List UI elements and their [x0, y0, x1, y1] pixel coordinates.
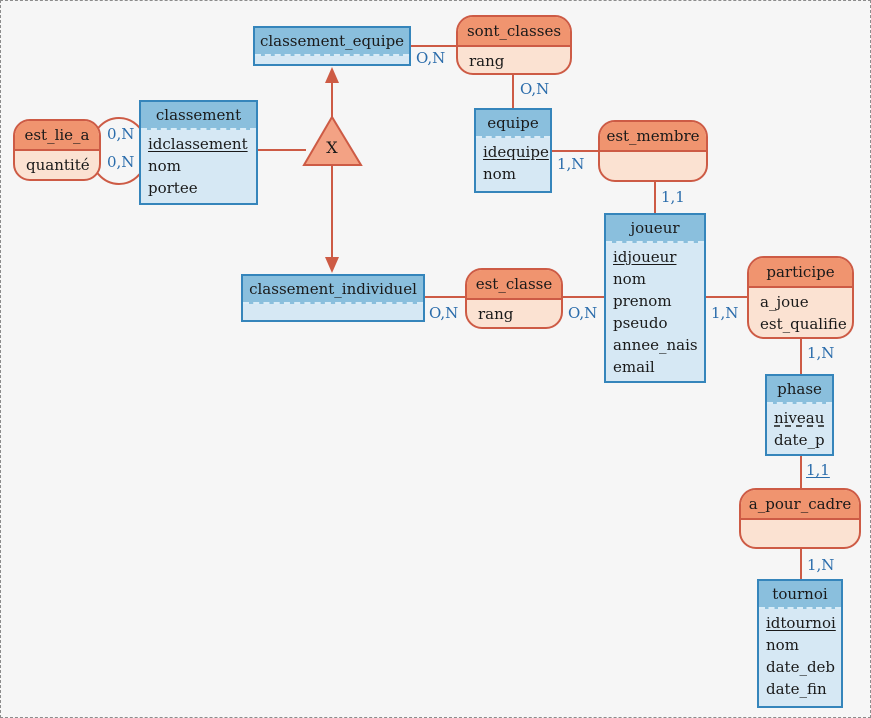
attr-pseudo: pseudo: [613, 314, 668, 332]
relation-title: est_membre: [600, 122, 706, 152]
attr-idjoueur: idjoueur: [613, 248, 677, 266]
relation-est_lie_a: est_lie_a quantité: [13, 119, 101, 181]
attr-nom: nom: [483, 165, 516, 183]
attr-nom: nom: [766, 636, 799, 654]
relation-sont_classes: sont_classes rang: [456, 15, 572, 75]
relation-est_membre: est_membre: [598, 120, 708, 182]
entity-body-empty: [243, 304, 423, 320]
cardinality: O,N: [520, 80, 550, 98]
cardinality: 0,N: [107, 153, 135, 171]
relation-title: sont_classes: [458, 17, 570, 47]
attr-quantite: quantité: [26, 156, 90, 174]
entity-classement_equipe: classement_equipe: [253, 26, 411, 66]
attr-idclassement: idclassement: [148, 135, 248, 153]
cardinality: O,N: [416, 49, 446, 67]
relation-body-empty: [600, 152, 706, 180]
relation-body-empty: [741, 520, 859, 547]
attr-portee: portee: [148, 179, 198, 197]
entity-title: joueur: [606, 215, 704, 243]
cardinality: 1,N: [807, 344, 835, 362]
entity-title: tournoi: [759, 581, 841, 609]
entity-phase: phase niveau date_p: [765, 374, 834, 456]
attr-est_qualifie: est_qualifie: [760, 315, 847, 333]
attr-rang: rang: [478, 305, 514, 323]
attr-rang: rang: [469, 52, 505, 70]
cardinality: O,N: [568, 304, 598, 322]
attr-nom: nom: [613, 270, 646, 288]
entity-title: equipe: [476, 110, 550, 138]
relation-a_pour_cadre: a_pour_cadre: [739, 488, 861, 549]
entity-classement_individuel: classement_individuel: [241, 274, 425, 322]
cardinality: 1,N: [557, 155, 585, 173]
relation-title: est_classe: [467, 270, 561, 300]
relation-est_classe: est_classe rang: [465, 268, 563, 329]
attr-a_joue: a_joue: [760, 293, 809, 311]
attr-prenom: prenom: [613, 292, 672, 310]
attr-date_deb: date_deb: [766, 658, 836, 676]
cardinality: 1,1: [661, 188, 685, 206]
relation-title: est_lie_a: [15, 121, 99, 151]
entity-body-empty: [255, 56, 409, 64]
cardinality: O,N: [429, 304, 459, 322]
entity-joueur: joueur idjoueur nom prenom pseudo annee_…: [604, 213, 706, 383]
entity-equipe: equipe idequipe nom: [474, 108, 552, 193]
attr-idtournoi: idtournoi: [766, 614, 836, 632]
inheritance-triangle: [302, 115, 363, 166]
cardinality: 0,N: [107, 125, 135, 143]
cardinality: 1,N: [711, 304, 739, 322]
attr-annee_nais: annee_nais: [613, 336, 698, 354]
entity-title: classement_equipe: [255, 28, 409, 56]
attr-email: email: [613, 358, 655, 376]
attr-date_p: date_p: [774, 431, 825, 449]
cardinality: 1,N: [807, 556, 835, 574]
entity-title: phase: [767, 376, 832, 404]
cardinality-identifying: 1,1: [806, 461, 830, 479]
inheritance-label: X: [326, 138, 338, 157]
arrowhead-up-icon: [325, 67, 339, 83]
relation-title: participe: [749, 258, 852, 288]
attr-idequipe: idequipe: [483, 143, 549, 161]
entity-tournoi: tournoi idtournoi nom date_deb date_fin: [757, 579, 843, 708]
relation-participe: participe a_joue est_qualifie: [747, 256, 854, 339]
attr-date_fin: date_fin: [766, 680, 827, 698]
entity-title: classement_individuel: [243, 276, 423, 304]
entity-classement: classement idclassement nom portee: [139, 100, 258, 205]
relation-title: a_pour_cadre: [741, 490, 859, 520]
attr-niveau: niveau: [774, 409, 825, 427]
arrowhead-down-icon: [325, 257, 339, 273]
attr-nom: nom: [148, 157, 181, 175]
entity-title: classement: [141, 102, 256, 130]
